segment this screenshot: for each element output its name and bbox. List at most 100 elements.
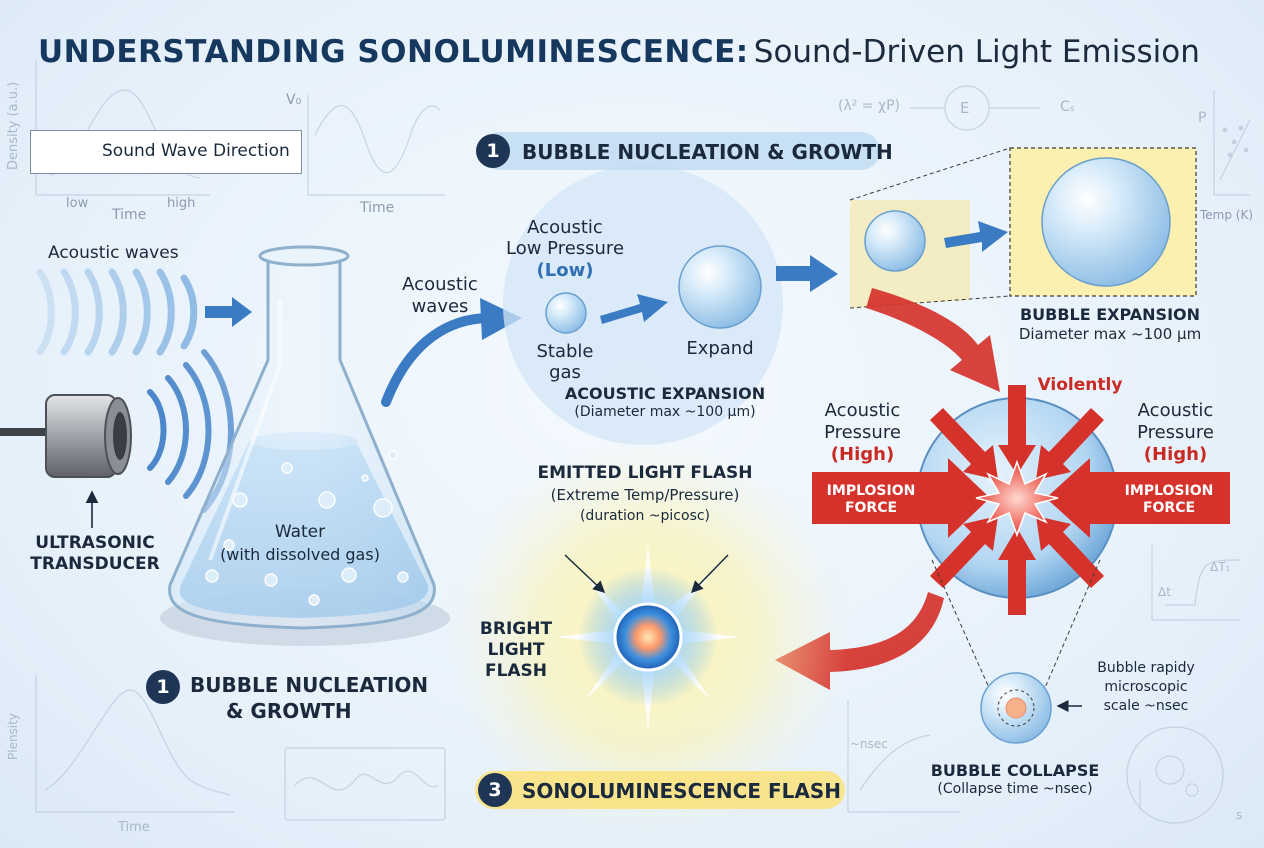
emitted-left-pointer bbox=[564, 554, 606, 594]
implosion-force-right-arrow bbox=[1046, 458, 1230, 538]
water-sublabel: (with dissolved gas) bbox=[220, 545, 380, 564]
emitted-flash-title: EMITTED LIGHT FLASH bbox=[537, 463, 753, 483]
collapse-zoom-left bbox=[931, 559, 991, 691]
low-pressure-tag: (Low) bbox=[536, 260, 594, 281]
bg-plensity-label: Plensity bbox=[6, 713, 20, 760]
emitted-flash-sub2: (duration ~picosc) bbox=[579, 508, 711, 524]
bottom-step-number: 3 bbox=[478, 773, 512, 807]
acoustic-waves-label: Acoustic waves bbox=[48, 243, 179, 263]
bubble-collapse-sub: (Collapse time ~nsec) bbox=[937, 781, 1093, 797]
bg-temp-label: Temp (K) bbox=[1200, 208, 1254, 222]
rapid-collapse-line3: scale ~nsec bbox=[1103, 698, 1189, 714]
expansion-to-collapse-arrow bbox=[866, 288, 1000, 392]
violently-label: Violently bbox=[1037, 375, 1123, 395]
bright-flash-line3: FLASH bbox=[484, 661, 548, 681]
ultrasonic-transducer-icon bbox=[0, 394, 132, 478]
bg-low-label: low bbox=[66, 196, 89, 211]
left-step-number: 1 bbox=[146, 670, 180, 704]
expansion-growth-arrow bbox=[944, 221, 1008, 252]
bg-time-label-1: Time bbox=[112, 207, 147, 223]
top-step-pill bbox=[480, 132, 880, 170]
sonoluminescence-core-icon bbox=[613, 602, 683, 672]
rapid-collapse-line1: Bubble rapidy bbox=[1097, 660, 1195, 676]
stable-gas-line2: gas bbox=[549, 362, 581, 383]
bg-s-label: s bbox=[1236, 808, 1243, 822]
left-step-label-line1: BUBBLE NUCLEATION bbox=[190, 673, 429, 697]
bg-p-label: P bbox=[1198, 110, 1207, 126]
bright-flash-line2: LIGHT bbox=[487, 640, 545, 660]
bottom-step-pill bbox=[475, 771, 845, 809]
implosion-left-line2: FORCE bbox=[844, 500, 898, 516]
implosion-star-icon bbox=[975, 459, 1059, 538]
right-pressure-line1: Acoustic bbox=[1137, 400, 1214, 421]
transducer-label-line1: ULTRASONIC bbox=[35, 533, 155, 553]
collapse-zoom-right bbox=[1043, 559, 1101, 691]
bubble-expansion-sub: Diameter max ~100 µm bbox=[1018, 325, 1202, 343]
stable-to-expand-arrow bbox=[600, 294, 668, 324]
bg-high-label: high bbox=[167, 196, 196, 211]
bg-formula: (λ² = χP) bbox=[838, 98, 900, 114]
background-graphs bbox=[35, 60, 1251, 824]
expanded-bubble-icon bbox=[678, 245, 762, 329]
top-acoustic-waves-line1: Acoustic bbox=[402, 274, 478, 295]
title-subtitle: Sound-Driven Light Emission bbox=[753, 34, 1200, 70]
expand-label: Expand bbox=[686, 338, 754, 359]
top-step-label: BUBBLE NUCLEATION & GROWTH bbox=[522, 140, 893, 164]
background-scatter bbox=[1222, 125, 1249, 158]
stable-gas-line1: Stable bbox=[536, 341, 594, 362]
left-step-label-line2: & GROWTH bbox=[226, 699, 352, 723]
bg-density-label: Density (a.u.) bbox=[6, 81, 21, 170]
flask-gas-bubbles bbox=[205, 450, 409, 606]
right-pressure-line2: Pressure bbox=[1137, 422, 1214, 443]
stable-bubble-icon bbox=[545, 292, 587, 334]
emitted-flash-sub1: (Extreme Temp/Pressure) bbox=[550, 486, 740, 504]
implosion-right-line1: IMPLOSION bbox=[1124, 483, 1214, 499]
transducer-label-line2: TRANSDUCER bbox=[30, 554, 160, 574]
left-pressure-high: (High) bbox=[830, 444, 895, 465]
bg-cs-node: Cₛ bbox=[1060, 99, 1075, 115]
legend-box bbox=[30, 130, 302, 174]
emitted-right-pointer bbox=[690, 554, 729, 594]
left-pressure-line1: Acoustic bbox=[824, 400, 901, 421]
tiny-bubble-dashed-ring bbox=[997, 689, 1035, 727]
tiny-bubble-core bbox=[1005, 697, 1027, 719]
background-network bbox=[910, 85, 1040, 131]
bg-time-label-3: Time bbox=[118, 820, 150, 835]
bubble-collapse-title: BUBBLE COLLAPSE bbox=[930, 761, 1100, 780]
acoustic-expansion-title: ACOUSTIC EXPANSION bbox=[564, 384, 766, 403]
acoustic-wave-arcs bbox=[36, 268, 198, 356]
implosion-arrows bbox=[930, 385, 1104, 615]
bg-vd-label: V₀ bbox=[286, 92, 302, 108]
implosion-left-line1: IMPLOSION bbox=[826, 483, 916, 499]
bubble-expansion-title: BUBBLE EXPANSION bbox=[1019, 305, 1201, 324]
bg-delta-t2: Δt bbox=[1158, 585, 1171, 599]
implosion-right-line2: FORCE bbox=[1142, 500, 1196, 516]
bright-flash-line1: BRIGHT bbox=[479, 619, 553, 639]
rapid-collapse-line2: microscopic bbox=[1104, 679, 1188, 695]
bg-delta-t1: ΔT₁ bbox=[1210, 560, 1231, 574]
small-expansion-bubble-icon bbox=[864, 210, 926, 272]
bottom-step-label: SONOLUMINESCENCE FLASH bbox=[522, 779, 841, 803]
bg-e-node: E bbox=[960, 99, 970, 117]
bg-time-label-2: Time bbox=[360, 200, 395, 216]
low-pressure-line1: Acoustic bbox=[527, 217, 603, 238]
left-pressure-line2: Pressure bbox=[824, 422, 901, 443]
implosion-force-left-arrow bbox=[812, 458, 990, 538]
to-expansion-arrow bbox=[776, 255, 838, 292]
water-label: Water bbox=[274, 522, 326, 542]
large-expansion-bubble-icon bbox=[1041, 157, 1171, 287]
top-step-number: 1 bbox=[476, 134, 510, 168]
top-acoustic-waves-line2: waves bbox=[411, 296, 469, 317]
title-main: UNDERSTANDING SONOLUMINESCENCE: bbox=[38, 34, 749, 70]
erlenmeyer-flask-icon bbox=[160, 245, 450, 646]
acoustic-expansion-sub: (Diameter max ~100 µm) bbox=[574, 404, 756, 420]
legend-label: Sound Wave Direction bbox=[102, 141, 290, 161]
low-pressure-line2: Low Pressure bbox=[505, 238, 625, 259]
right-pressure-high: (High) bbox=[1143, 444, 1208, 465]
flask-to-bubble-arrow bbox=[381, 313, 495, 407]
bg-nsec-label: ~nsec bbox=[850, 737, 888, 751]
flask-to-bubble-arrowhead bbox=[480, 298, 522, 340]
wave-direction-arrow bbox=[205, 297, 252, 327]
page-title: UNDERSTANDING SONOLUMINESCENCE: Sound-Dr… bbox=[38, 34, 1200, 70]
